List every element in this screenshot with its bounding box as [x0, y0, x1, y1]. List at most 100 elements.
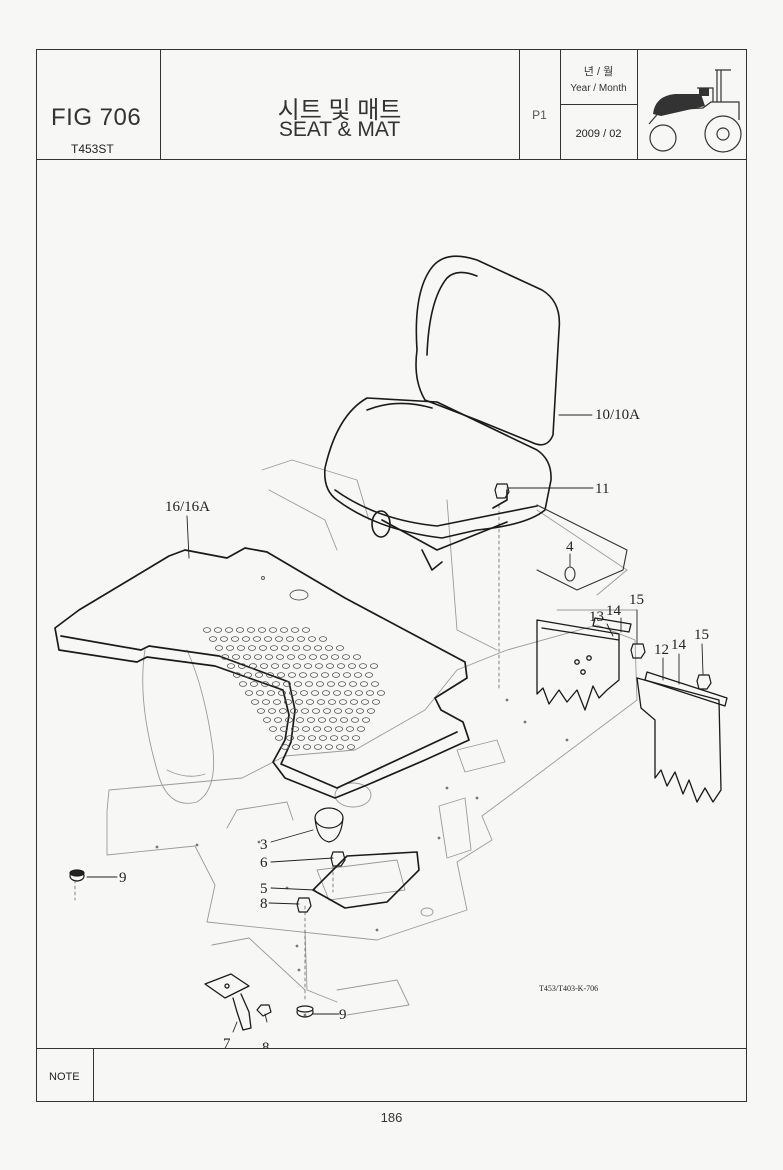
mat-hole	[299, 690, 308, 696]
mat-hole	[360, 699, 369, 705]
mat-hole	[281, 663, 290, 669]
mat-hole	[320, 672, 329, 678]
leader-lines	[86, 414, 704, 1033]
rivet-dots	[155, 698, 569, 1017]
fasteners	[69, 483, 712, 1018]
year-month-rule	[560, 104, 637, 105]
mat-hole	[278, 708, 287, 714]
mat-hole	[268, 726, 277, 732]
mat-hole	[307, 735, 316, 741]
assembly-lines	[74, 504, 500, 1001]
mat-hole	[354, 690, 363, 696]
mat-hole	[283, 699, 292, 705]
mat-hole	[265, 672, 274, 678]
mat-hole	[358, 663, 367, 669]
mat-hole	[254, 672, 263, 678]
mat-hole	[264, 654, 273, 660]
mat-hole	[266, 690, 275, 696]
year-month-label-korean: 년 / 월	[583, 66, 614, 78]
mat-hole	[255, 690, 264, 696]
mat-hole	[277, 690, 286, 696]
mat-hole	[326, 681, 335, 687]
mat-hole	[295, 717, 304, 723]
note-divider	[93, 1048, 94, 1101]
mat-hole	[302, 645, 311, 651]
header-divider-1	[160, 50, 161, 159]
mat-hole	[248, 663, 257, 669]
mat-hole	[291, 645, 300, 651]
mat-hole	[321, 690, 330, 696]
callout-12: 12	[654, 642, 669, 658]
mat-hole	[279, 627, 288, 633]
header-bottom-rule	[37, 159, 746, 160]
mat-hole	[257, 627, 266, 633]
mat-hole	[287, 672, 296, 678]
mat-hole	[298, 672, 307, 678]
mat-hole	[246, 627, 255, 633]
mat-hole	[336, 663, 345, 669]
note-label: NOTE	[49, 1071, 80, 1083]
mat-hole	[344, 708, 353, 714]
mat-hole	[288, 690, 297, 696]
mat-hole	[296, 636, 305, 642]
mat-hole	[282, 681, 291, 687]
mat-hole	[269, 645, 278, 651]
tractor-icon	[648, 69, 742, 153]
mat-hole	[285, 735, 294, 741]
mat-hole	[318, 636, 327, 642]
callout-11: 11	[595, 481, 609, 497]
mat-hole	[364, 672, 373, 678]
mat-hole	[346, 744, 355, 750]
rubber-plate-12	[636, 671, 728, 803]
header-divider-2	[519, 50, 520, 159]
mat-hole	[226, 663, 235, 669]
mat-hole	[294, 699, 303, 705]
mat-hole	[292, 663, 301, 669]
mat-hole	[296, 735, 305, 741]
mat-hole	[241, 636, 250, 642]
mat-hole	[262, 717, 271, 723]
mat-hole	[309, 672, 318, 678]
mat-hole	[258, 645, 267, 651]
mat-hole	[236, 645, 245, 651]
mat-hole	[273, 717, 282, 723]
mat-hole	[313, 744, 322, 750]
mat-hole	[247, 645, 256, 651]
mat-hole	[371, 699, 380, 705]
drawing-code: T453/T403-K-706	[539, 984, 598, 993]
mat-hole	[274, 636, 283, 642]
mat-hole	[280, 645, 289, 651]
mat-hole	[252, 636, 261, 642]
mat-hole	[355, 708, 364, 714]
mat-hole	[331, 672, 340, 678]
mat-hole	[290, 726, 299, 732]
callout-9-b: 9	[339, 1007, 347, 1023]
mat-hole	[270, 663, 279, 669]
mat-hole	[253, 654, 262, 660]
mat-hole	[342, 672, 351, 678]
mat-hole	[302, 744, 311, 750]
mat-hole	[305, 699, 314, 705]
page-number: 186	[380, 1110, 403, 1125]
mat-hole	[291, 744, 300, 750]
mat-hole	[306, 717, 315, 723]
mat-hole	[337, 681, 346, 687]
mat-hole	[316, 699, 325, 705]
mat-hole	[249, 681, 258, 687]
mat-hole	[324, 744, 333, 750]
mat-hole	[300, 708, 309, 714]
mat-hole	[330, 654, 339, 660]
mat-hole	[350, 717, 359, 723]
callout-16-16a: 16/16A	[165, 499, 210, 515]
mat-hole	[231, 654, 240, 660]
mat-hole	[314, 663, 323, 669]
mat-hole	[333, 708, 342, 714]
mat-hole	[235, 627, 244, 633]
callout-15-a: 15	[629, 592, 644, 608]
mat-hole	[376, 690, 385, 696]
mat-hole	[261, 699, 270, 705]
mat-hole	[244, 690, 253, 696]
mat-hole	[365, 690, 374, 696]
mat-hole	[361, 717, 370, 723]
mat-hole	[312, 726, 321, 732]
